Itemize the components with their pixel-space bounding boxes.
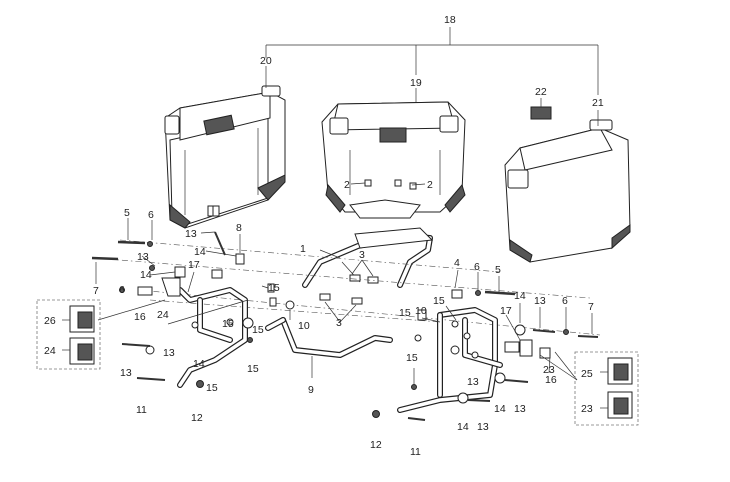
hardware (91, 179, 599, 421)
callout-14-e: 14 (457, 421, 469, 433)
callout-23-inset: 23 (581, 403, 593, 415)
callout-16-left: 16 (134, 311, 146, 323)
right-mounting-rail (397, 307, 503, 413)
callout-11-right: 11 (410, 446, 421, 458)
callout-6-upper: 6 (148, 209, 154, 221)
callout-15-b: 15 (433, 295, 445, 307)
callout-13-g: 13 (477, 421, 489, 433)
callout-20: 20 (260, 55, 272, 67)
callout-5-left: 5 (124, 207, 130, 219)
callout-13-a: 13 (185, 228, 197, 240)
callout-18: 18 (444, 14, 456, 26)
callout-2-left: 2 (344, 179, 350, 191)
inset-left (36, 299, 101, 370)
callout-14-d: 14 (494, 403, 506, 415)
callout-15-f: 15 (406, 352, 418, 364)
callout-15-h: 15 (206, 382, 218, 394)
callout-13-f: 13 (514, 403, 526, 415)
callout-13-d: 13 (120, 367, 132, 379)
callout-labels: 18 20 19 21 22 2 2 5 6 13 8 1 13 14 3 4 … (44, 14, 604, 458)
left-side-case (164, 85, 286, 229)
group-bracket-18 (265, 27, 599, 95)
inset-right (574, 351, 639, 426)
top-case (321, 101, 466, 219)
callout-16-right: 16 (545, 374, 557, 386)
callout-11-left: 11 (136, 404, 147, 416)
callout-15-g: 15 (247, 363, 259, 375)
rear-connector-bar (265, 317, 393, 358)
callout-8: 8 (236, 222, 242, 234)
callout-10-right: 10 (415, 305, 427, 317)
callout-2-right: 2 (427, 179, 433, 191)
callout-7-left: 7 (93, 285, 99, 297)
callout-5-right: 5 (495, 264, 501, 276)
callout-12-left: 12 (191, 412, 203, 424)
callout-13-c: 13 (163, 347, 175, 359)
callout-22: 22 (535, 86, 547, 98)
callout-25: 25 (581, 368, 593, 380)
callout-17-left: 17 (188, 259, 200, 271)
callout-3-bottom: 3 (336, 317, 342, 329)
spacers (211, 269, 463, 305)
callout-23-main: 23 (543, 364, 555, 376)
callout-24-inset: 24 (44, 345, 56, 357)
callout-14-b: 14 (140, 269, 152, 281)
right-side-case (504, 119, 631, 263)
logo-plate (530, 106, 552, 120)
callout-13-r1: 13 (534, 295, 546, 307)
callout-17-right: 17 (500, 305, 512, 317)
callout-13-e: 13 (467, 376, 479, 388)
callout-14-a: 14 (194, 246, 206, 258)
callout-3-top: 3 (359, 249, 365, 261)
top-case-carrier (302, 227, 434, 288)
callout-4: 4 (454, 257, 460, 269)
callout-12-right: 12 (370, 439, 382, 451)
callout-15-a: 15 (268, 282, 280, 294)
callout-7-right: 7 (588, 301, 594, 313)
callout-14-c: 14 (193, 358, 205, 370)
callout-19: 19 (410, 77, 422, 89)
callout-14-r1: 14 (514, 290, 526, 302)
callout-10-left: 10 (298, 320, 310, 332)
callout-6-left: 6 (119, 284, 125, 296)
callout-24-main: 24 (157, 309, 169, 321)
callout-1: 1 (300, 243, 306, 255)
callout-15-c: 15 (222, 318, 234, 330)
callout-21: 21 (592, 97, 604, 109)
callout-9: 9 (308, 384, 314, 396)
leader-lines (95, 182, 593, 384)
callout-26: 26 (44, 315, 56, 327)
left-mounting-rail (177, 287, 248, 388)
callout-13-b: 13 (137, 251, 149, 263)
callout-15-d: 15 (252, 324, 264, 336)
callout-6-r2: 6 (562, 295, 568, 307)
callout-6-r: 6 (474, 261, 480, 273)
callout-15-e: 15 (399, 307, 411, 319)
